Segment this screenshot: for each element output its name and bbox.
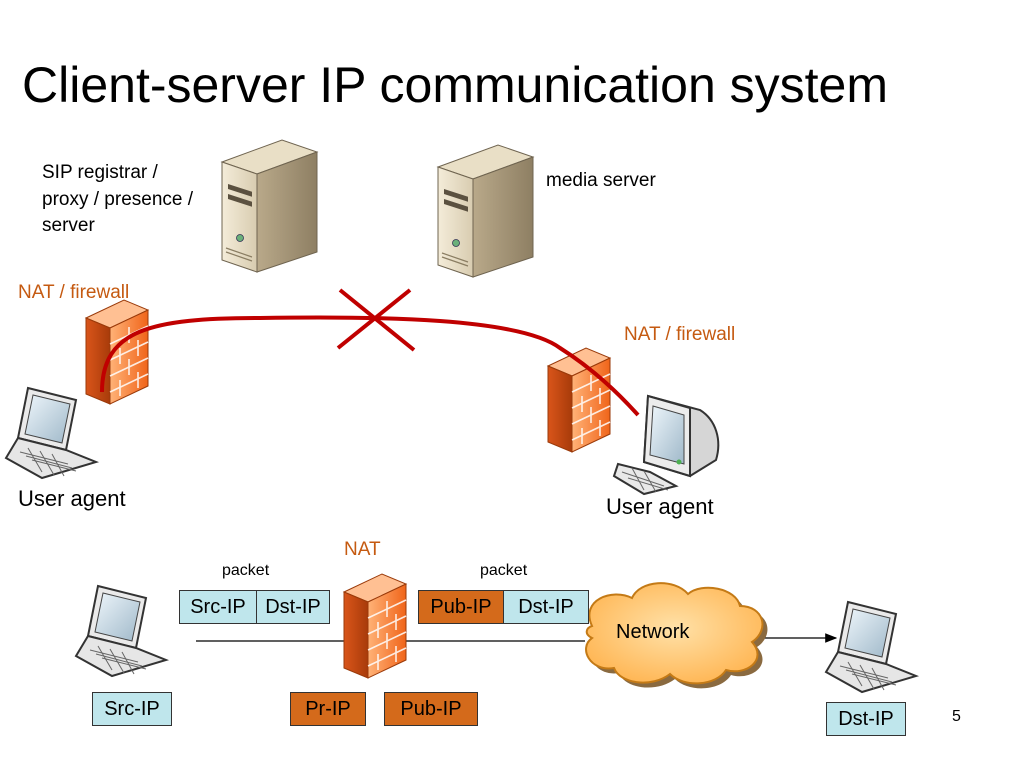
src-ip-box: Src-IP bbox=[92, 692, 172, 726]
sip-server-label-line2: proxy / presence / bbox=[42, 188, 194, 210]
blocked-x-icon bbox=[336, 288, 416, 352]
user-agent-left-label: User agent bbox=[18, 486, 126, 511]
nat-left-label: NAT / firewall bbox=[18, 282, 130, 303]
sip-server-icon bbox=[221, 139, 318, 273]
laptop-dst-icon bbox=[825, 601, 917, 693]
packet-right-pub-field: Pub-IP bbox=[418, 590, 504, 624]
nat-right-label: NAT / firewall bbox=[624, 324, 736, 345]
packet-left-src-field: Src-IP bbox=[179, 590, 257, 624]
nat-label: NAT bbox=[344, 539, 381, 560]
desktop-computer-icon bbox=[612, 394, 720, 496]
cloud-icon bbox=[585, 582, 768, 689]
user-agent-right-label: User agent bbox=[606, 494, 714, 519]
pr-ip-box: Pr-IP bbox=[290, 692, 366, 726]
media-server-label: media server bbox=[546, 170, 656, 191]
packet-right-dst-field: Dst-IP bbox=[503, 590, 589, 624]
sip-server-label-line3: server bbox=[42, 215, 95, 237]
media-server-icon bbox=[437, 144, 534, 278]
nat-firewall-icon bbox=[343, 573, 407, 679]
pub-ip-box: Pub-IP bbox=[384, 692, 478, 726]
laptop-src-icon bbox=[75, 585, 167, 677]
packet-left-dst-field: Dst-IP bbox=[256, 590, 330, 624]
sip-server-label-line1: SIP registrar / bbox=[42, 162, 158, 183]
network-label: Network bbox=[616, 621, 690, 643]
firewall-left-icon bbox=[85, 299, 149, 405]
packet-right-label: packet bbox=[480, 562, 528, 579]
connection-line bbox=[100, 315, 640, 417]
firewall-right-icon bbox=[547, 347, 611, 453]
sip-server-label: SIP registrar / proxy / presence / serve… bbox=[42, 160, 193, 240]
dst-ip-box: Dst-IP bbox=[826, 702, 906, 736]
laptop-left-icon bbox=[5, 387, 97, 479]
page-number: 5 bbox=[952, 708, 961, 725]
packet-left-label: packet bbox=[222, 562, 270, 579]
slide-title: Client-server IP communication system bbox=[22, 57, 889, 113]
